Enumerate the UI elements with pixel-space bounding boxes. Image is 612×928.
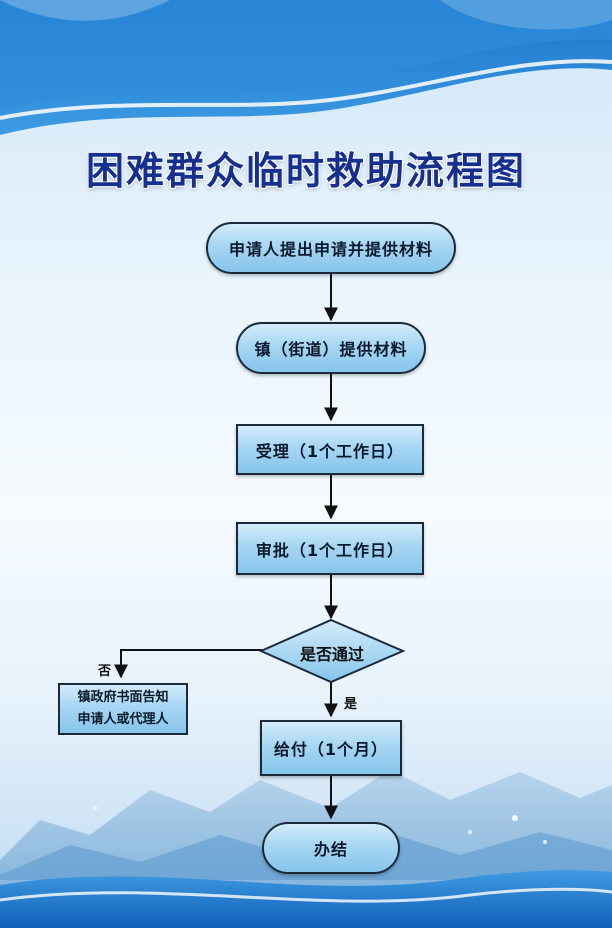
yes-branch-label: 是: [344, 697, 358, 712]
step-pay: 给付（1个月）: [260, 720, 402, 776]
reject-notice-line2: 申请人或代理人: [77, 712, 169, 727]
reject-notice-box: 镇政府书面告知 申请人或代理人: [58, 683, 188, 735]
no-branch-label: 否: [98, 664, 112, 679]
poster-title: 困难群众临时救助流程图: [85, 149, 526, 193]
reject-notice-line1: 镇政府书面告知: [77, 690, 169, 705]
arrow-decision-to-reject: [114, 649, 262, 679]
decision-label: 是否通过: [299, 645, 364, 664]
step-town-materials: 镇（街道）提供材料: [236, 322, 426, 374]
step-apply: 申请人提出申请并提供材料: [206, 222, 456, 274]
step-finish: 办结: [262, 822, 400, 874]
step-approve: 审批（1个工作日）: [236, 522, 424, 575]
step-accept: 受理（1个工作日）: [236, 424, 424, 475]
